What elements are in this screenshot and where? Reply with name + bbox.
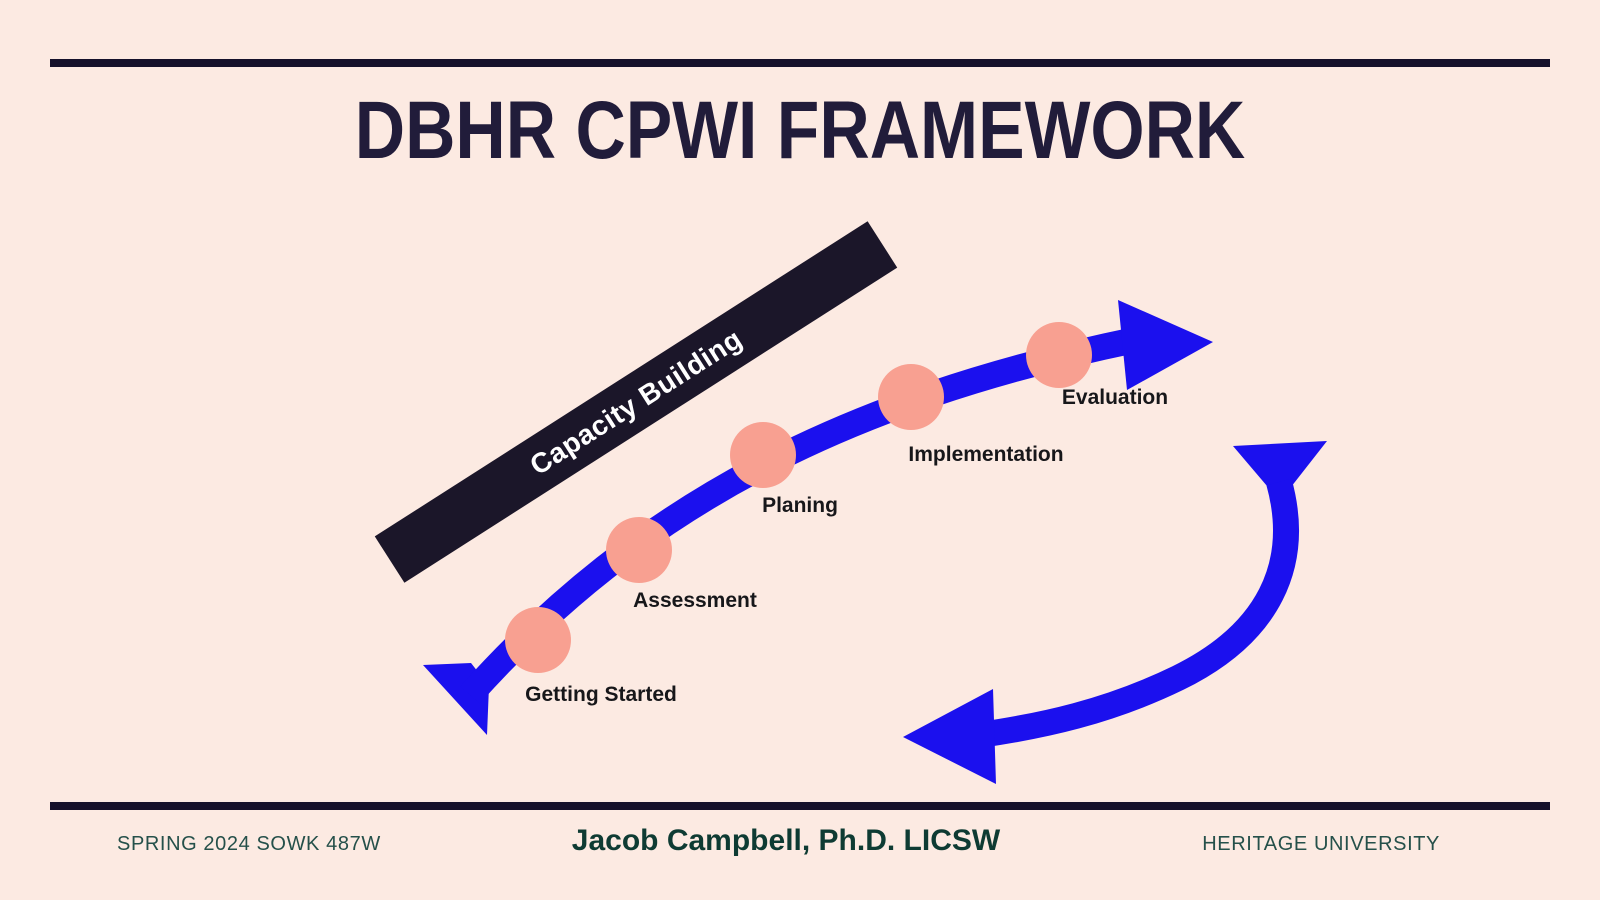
step-node-assessment bbox=[606, 517, 672, 583]
step-label-evaluation: Evaluation bbox=[1062, 386, 1168, 409]
footer-course: SPRING 2024 SOWK 487W bbox=[117, 833, 381, 855]
capacity-banner-label: Capacity Building bbox=[524, 323, 747, 481]
step-label-assessment: Assessment bbox=[633, 589, 757, 612]
step-label-planing: Planing bbox=[762, 494, 838, 517]
step-label-getting-started: Getting Started bbox=[525, 683, 677, 706]
cycle-arrow-tail-icon bbox=[1233, 441, 1327, 487]
cycle-return-arrow bbox=[903, 441, 1327, 784]
footer-author: Jacob Campbell, Ph.D. LICSW bbox=[571, 824, 1001, 857]
step-node-evaluation bbox=[1026, 322, 1092, 388]
process-arrowhead-icon bbox=[1118, 300, 1213, 390]
step-node-getting-started bbox=[505, 607, 571, 673]
step-node-planing bbox=[730, 422, 796, 488]
cycle-arrow-shaft bbox=[978, 478, 1299, 748]
top-rule bbox=[50, 59, 1550, 67]
cycle-arrowhead-icon bbox=[903, 689, 996, 784]
step-node-implementation bbox=[878, 364, 944, 430]
capacity-banner-bar bbox=[374, 221, 898, 583]
page-title: DBHR CPWI FRAMEWORK bbox=[354, 85, 1246, 176]
bottom-rule bbox=[50, 802, 1550, 810]
step-label-implementation: Implementation bbox=[908, 443, 1063, 466]
footer-institution: HERITAGE UNIVERSITY bbox=[1202, 833, 1440, 855]
